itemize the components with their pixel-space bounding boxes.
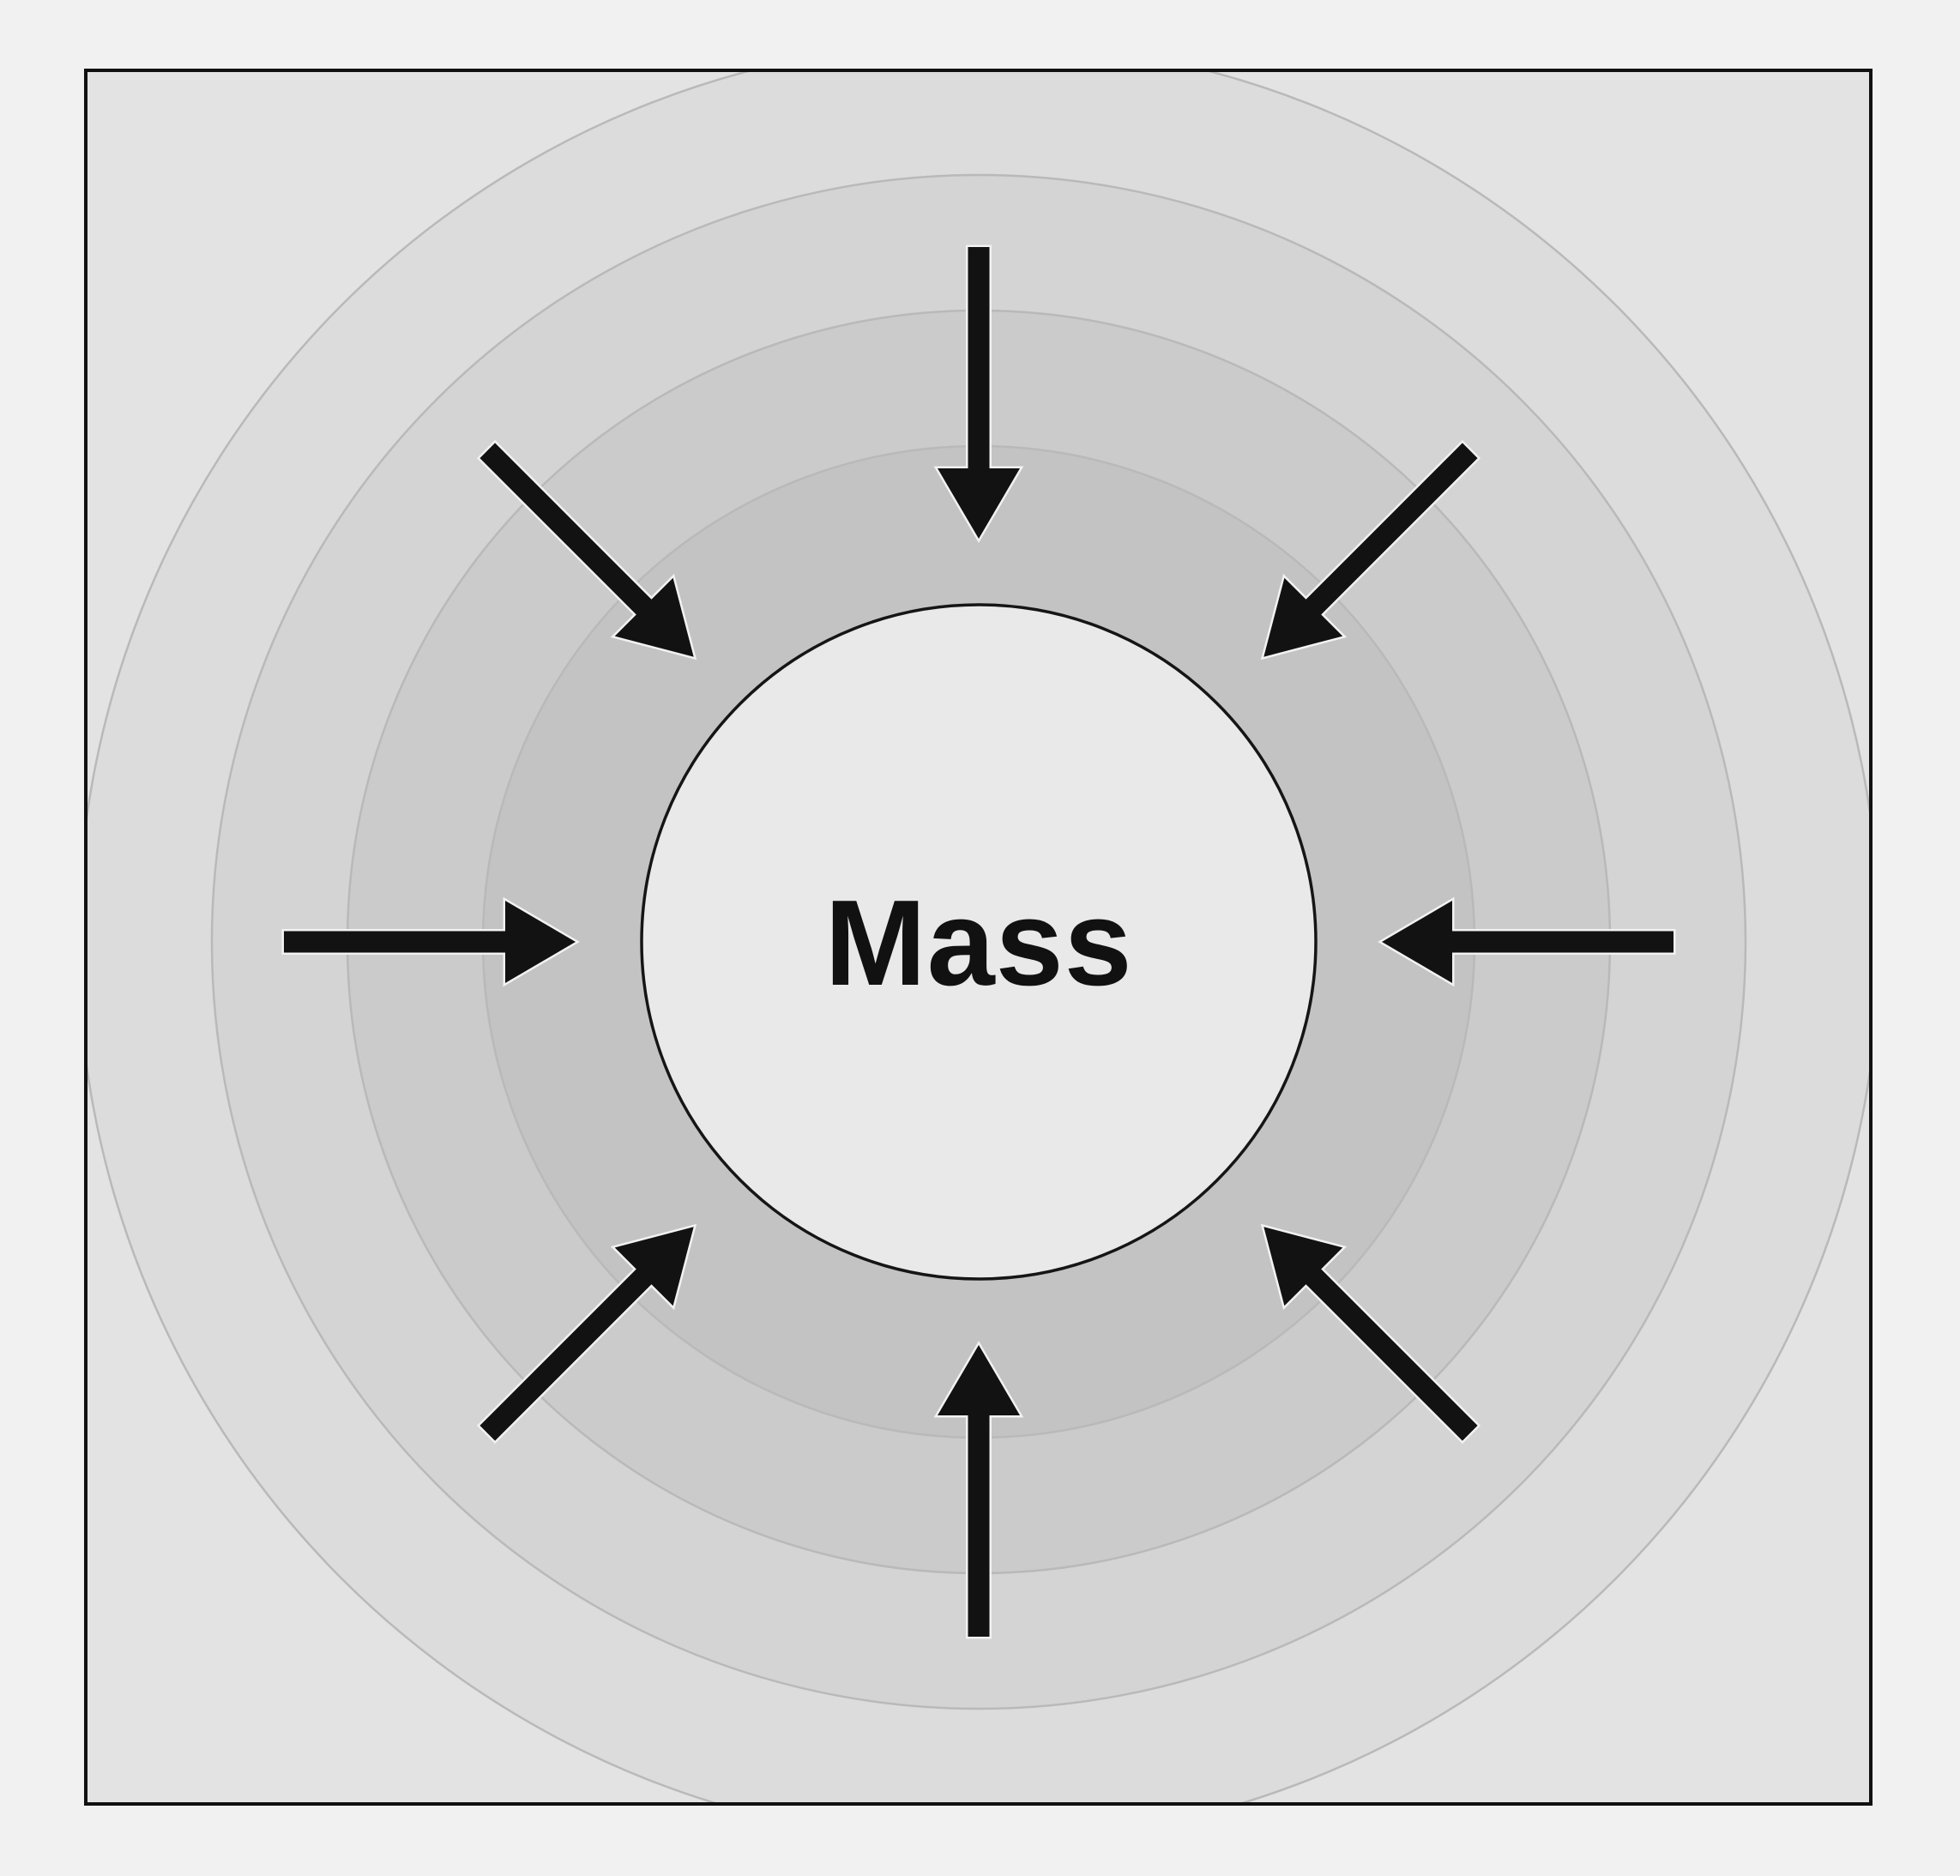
- diagram-frame: Mass: [84, 69, 1873, 1806]
- gravity-diagram: Mass: [87, 72, 1869, 1802]
- arrow-from-bottom: [933, 1341, 1024, 1639]
- arrow-from-bottom-right: [1260, 1223, 1481, 1445]
- arrow-from-top-right: [1260, 439, 1481, 661]
- arrow-from-bottom-left: [476, 1223, 697, 1445]
- arrow-from-right: [1378, 896, 1676, 987]
- arrow-from-top-left: [476, 439, 697, 661]
- force-arrows: [281, 244, 1676, 1639]
- mass-circle: [640, 603, 1318, 1281]
- arrow-from-top: [933, 244, 1024, 543]
- arrow-from-left: [281, 896, 580, 987]
- mass-label: Mass: [824, 875, 1132, 1011]
